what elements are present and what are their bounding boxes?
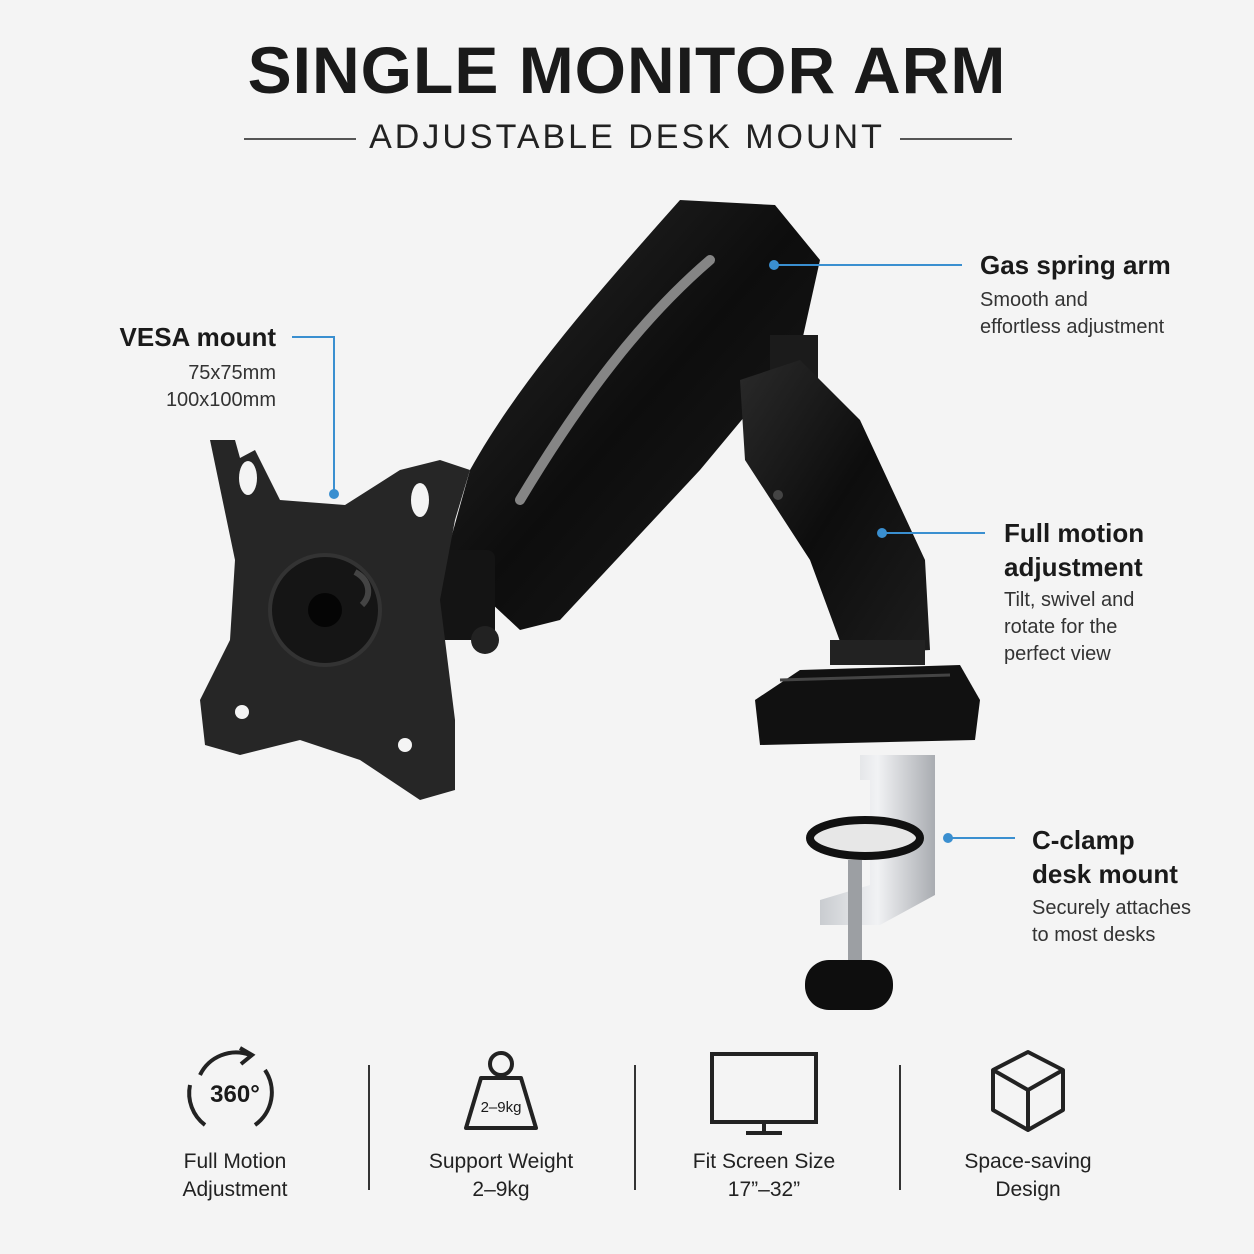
feature-full-motion-line1: Full Motion — [183, 1150, 287, 1173]
rotate-360-icon: 360° — [105, 1040, 365, 1140]
full-motion-callout-line3: perfect view — [1004, 643, 1111, 665]
feature-support-weight: 2–9kg Support Weight 2–9kg — [371, 1040, 631, 1204]
rotate-360-label: 360° — [210, 1081, 260, 1108]
full-motion-callout-line2: rotate for the — [1004, 616, 1118, 638]
feature-screen-size-line2: 17”–32” — [727, 1178, 801, 1201]
monitor-icon — [634, 1040, 894, 1140]
cube-icon — [898, 1040, 1158, 1140]
feature-full-motion-line2: Adjustment — [182, 1178, 288, 1201]
page-subtitle: ADJUSTABLE DESK MOUNT — [369, 118, 885, 156]
feature-space-saving: Space-saving Design — [898, 1040, 1158, 1204]
clamp-base — [755, 665, 980, 745]
feature-support-weight-line1: Support Weight — [428, 1150, 574, 1173]
weight-icon: 2–9kg — [371, 1040, 631, 1140]
full-motion-callout-title-1: Full motion — [1004, 518, 1145, 548]
feature-divider-1 — [368, 1065, 370, 1190]
gas-spring-callout-line1: Smooth and — [980, 289, 1088, 311]
gas-spring-arm — [445, 200, 820, 630]
vesa-callout-line1: 75x75mm — [188, 362, 276, 384]
gas-spring-callout-title: Gas spring arm — [980, 250, 1171, 280]
feature-screen-size-line1: Fit Screen Size — [692, 1150, 836, 1173]
callout-dots — [329, 260, 953, 843]
subtitle-row: ADJUSTABLE DESK MOUNT — [0, 118, 1254, 158]
feature-divider-3 — [899, 1065, 901, 1190]
weight-icon-label: 2–9kg — [481, 1099, 522, 1116]
c-clamp-callout-line1: Securely attaches — [1032, 897, 1191, 919]
lower-arm — [740, 360, 930, 665]
full-motion-callout-title-2: adjustment — [1004, 552, 1143, 582]
callout-leaders — [292, 264, 1015, 839]
page-title: SINGLE MONITOR ARM — [247, 33, 1007, 107]
feature-support-weight-line2: 2–9kg — [472, 1178, 530, 1201]
vesa-callout-line2: 100x100mm — [165, 389, 276, 411]
vesa-plate — [200, 440, 470, 800]
feature-space-saving-line2: Design — [995, 1178, 1061, 1201]
c-clamp-callout-line2: to most desks — [1032, 924, 1156, 946]
monitor-arm-illustration — [200, 200, 1015, 1010]
c-clamp-callout-title-2: desk mount — [1032, 859, 1178, 889]
full-motion-callout-line1: Tilt, swivel and — [1004, 589, 1135, 611]
clamp-knob — [805, 960, 893, 1010]
vesa-callout-title: VESA mount — [119, 322, 276, 352]
subtitle-rule-right — [900, 138, 1012, 140]
gas-spring-callout-line2: effortless adjustment — [980, 316, 1165, 338]
c-clamp-callout-title-1: C-clamp — [1032, 825, 1135, 855]
feature-screen-size: Fit Screen Size 17”–32” — [634, 1040, 894, 1204]
c-clamp — [805, 755, 935, 1010]
feature-divider-2 — [634, 1065, 636, 1190]
feature-space-saving-line1: Space-saving — [964, 1150, 1092, 1173]
feature-full-motion: 360° Full Motion Adjustment — [105, 1040, 365, 1204]
subtitle-rule-left — [244, 138, 356, 140]
